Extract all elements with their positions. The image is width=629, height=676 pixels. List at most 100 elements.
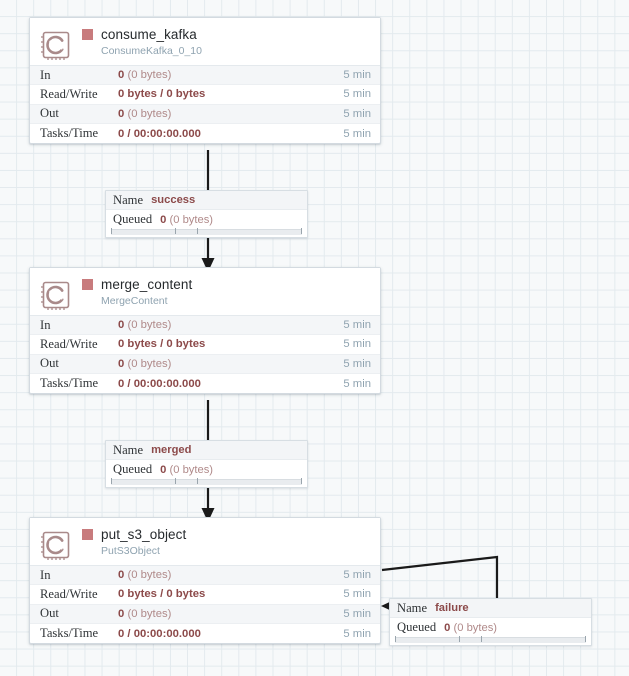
stat-row: Tasks/Time 0 / 00:00:00.000 5 min xyxy=(30,624,380,643)
connection-queued-value: 0 (0 bytes) xyxy=(160,464,213,476)
stat-time: 5 min xyxy=(343,627,371,640)
queue-capacity-bar xyxy=(111,478,302,485)
queue-tick xyxy=(585,636,586,642)
stat-time: 5 min xyxy=(343,357,371,370)
connection-queued-key: Queued xyxy=(113,212,153,226)
processor-chip-icon xyxy=(40,29,72,61)
stat-value: 0 / 00:00:00.000 xyxy=(118,128,343,140)
queue-tick xyxy=(481,636,482,642)
stat-row: Read/Write 0 bytes / 0 bytes 5 min xyxy=(30,585,380,605)
queue-tick xyxy=(197,478,198,484)
queue-capacity-bar xyxy=(395,636,586,643)
processor-header: consume_kafka ConsumeKafka_0_10 xyxy=(30,18,380,65)
connection-name-row: Name merged xyxy=(106,441,307,460)
stat-row: In 0 (0 bytes) 5 min xyxy=(30,66,380,86)
connection-label-merged[interactable]: Name merged Queued 0 (0 bytes) xyxy=(105,440,308,488)
processor-stats: In 0 (0 bytes) 5 min Read/Write 0 bytes … xyxy=(30,65,380,143)
processor-chip-icon xyxy=(40,529,72,561)
stat-value: 0 (0 bytes) xyxy=(118,358,343,370)
stat-value: 0 (0 bytes) xyxy=(118,608,343,620)
connection-label-success[interactable]: Name success Queued 0 (0 bytes) xyxy=(105,190,308,238)
queue-tick xyxy=(175,478,176,484)
connection-name-value: merged xyxy=(151,444,192,456)
stat-row: Tasks/Time 0 / 00:00:00.000 5 min xyxy=(30,374,380,393)
queued-count: 0 xyxy=(160,213,167,226)
connection-name-key: Name xyxy=(113,192,144,207)
stat-value: 0 / 00:00:00.000 xyxy=(118,628,343,640)
stat-value-detail: (0 bytes) xyxy=(127,107,172,120)
connection-queued-key: Queued xyxy=(113,462,153,476)
stat-value: 0 bytes / 0 bytes xyxy=(118,588,343,600)
queue-tick xyxy=(301,228,302,234)
status-stopped-icon xyxy=(82,279,93,291)
stat-value: 0 bytes / 0 bytes xyxy=(118,338,343,350)
stat-label: Out xyxy=(40,106,59,121)
stat-label: Read/Write xyxy=(40,86,98,101)
stat-row: Out 0 (0 bytes) 5 min xyxy=(30,604,380,624)
connection-queued-row: Queued 0 (0 bytes) xyxy=(106,210,307,229)
status-stopped-icon xyxy=(82,529,93,541)
queued-size: (0 bytes) xyxy=(169,213,214,226)
queued-size: (0 bytes) xyxy=(169,463,214,476)
status-stopped-icon xyxy=(82,29,93,41)
stat-time: 5 min xyxy=(343,107,371,120)
processor-name: put_s3_object xyxy=(101,527,187,542)
stat-row: In 0 (0 bytes) 5 min xyxy=(30,566,380,586)
connection-queued-row: Queued 0 (0 bytes) xyxy=(390,618,591,637)
stat-value: 0 bytes / 0 bytes xyxy=(118,88,343,100)
stat-time: 5 min xyxy=(343,588,371,601)
processor-consume-kafka[interactable]: consume_kafka ConsumeKafka_0_10 In 0 (0 … xyxy=(29,17,381,145)
stat-time: 5 min xyxy=(343,127,371,140)
connection-label-failure[interactable]: Name failure Queued 0 (0 bytes) xyxy=(389,598,592,646)
processor-name: merge_content xyxy=(101,277,193,292)
stat-row: Out 0 (0 bytes) 5 min xyxy=(30,104,380,124)
stat-label: In xyxy=(40,317,51,332)
connection-name-key: Name xyxy=(113,442,144,457)
stat-value-detail: (0 bytes) xyxy=(127,357,172,370)
connection-queued-key: Queued xyxy=(397,620,437,634)
stat-value-detail: (0 bytes) xyxy=(127,69,172,82)
queue-tick xyxy=(301,478,302,484)
processor-title-row: consume_kafka xyxy=(82,28,202,42)
processor-stats: In 0 (0 bytes) 5 min Read/Write 0 bytes … xyxy=(30,565,380,643)
stat-label: Out xyxy=(40,606,59,621)
stat-value: 0 (0 bytes) xyxy=(118,108,343,120)
stat-value-main: 0 xyxy=(118,319,125,332)
stat-label: Tasks/Time xyxy=(40,126,99,141)
stat-label: In xyxy=(40,567,51,582)
stat-time: 5 min xyxy=(343,88,371,101)
stat-time: 5 min xyxy=(343,607,371,620)
queued-size: (0 bytes) xyxy=(453,621,498,634)
stat-value-main: 0 xyxy=(118,107,125,120)
stat-time: 5 min xyxy=(343,569,371,582)
processor-type: ConsumeKafka_0_10 xyxy=(101,44,202,57)
stat-row: Tasks/Time 0 / 00:00:00.000 5 min xyxy=(30,124,380,143)
stat-row: Out 0 (0 bytes) 5 min xyxy=(30,354,380,374)
stat-label: Tasks/Time xyxy=(40,376,99,391)
stat-time: 5 min xyxy=(343,69,371,82)
edge-failure xyxy=(381,555,499,603)
stat-label: Tasks/Time xyxy=(40,626,99,641)
stat-value-main: 0 xyxy=(118,357,125,370)
stat-label: In xyxy=(40,67,51,82)
stat-value-main: 0 bytes / 0 bytes xyxy=(118,88,206,101)
stat-value-main: 0 bytes / 0 bytes xyxy=(118,588,206,601)
queue-tick xyxy=(111,228,112,234)
stat-value: 0 (0 bytes) xyxy=(118,69,343,81)
stat-label: Read/Write xyxy=(40,336,98,351)
queue-tick xyxy=(395,636,396,642)
processor-title-row: put_s3_object xyxy=(82,528,186,542)
stat-value-detail: (0 bytes) xyxy=(127,319,172,332)
processor-put-s3-object[interactable]: put_s3_object PutS3Object In 0 (0 bytes)… xyxy=(29,517,381,645)
stat-label: Read/Write xyxy=(40,586,98,601)
stat-value: 0 / 00:00:00.000 xyxy=(118,378,343,390)
processor-chip-icon xyxy=(40,279,72,311)
queue-capacity-bar xyxy=(111,228,302,235)
connection-queued-value: 0 (0 bytes) xyxy=(444,622,497,634)
stat-value-main: 0 xyxy=(118,69,125,82)
stat-time: 5 min xyxy=(343,377,371,390)
stat-row: Read/Write 0 bytes / 0 bytes 5 min xyxy=(30,85,380,105)
connection-queued-value: 0 (0 bytes) xyxy=(160,214,213,226)
processor-merge-content[interactable]: merge_content MergeContent In 0 (0 bytes… xyxy=(29,267,381,395)
